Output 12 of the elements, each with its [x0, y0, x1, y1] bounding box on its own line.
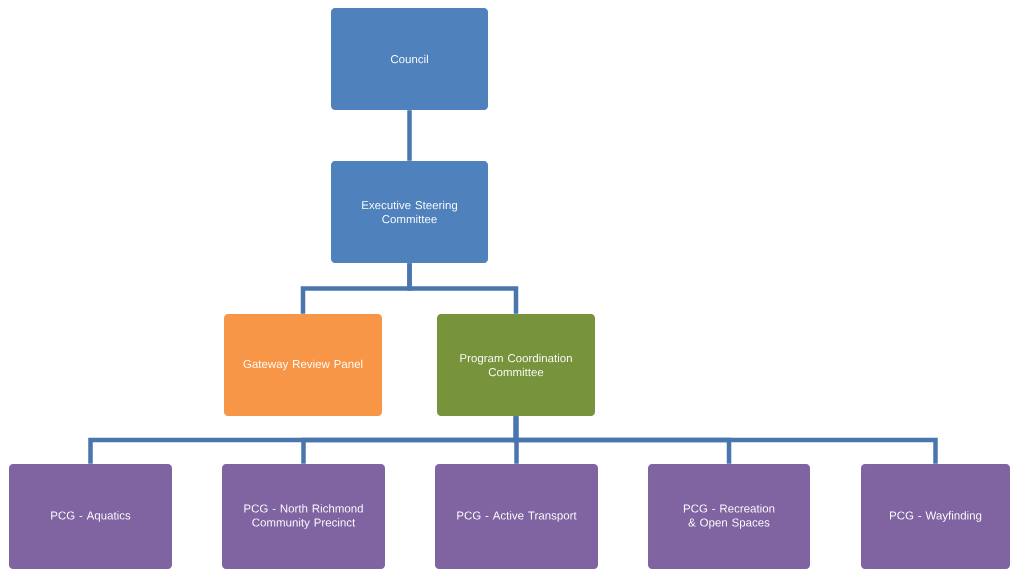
org-box: Council [331, 8, 488, 110]
connector-line [407, 110, 412, 161]
org-box: PCG - Aquatics [9, 464, 172, 569]
org-box: PCG - Active Transport [435, 464, 598, 569]
org-box: PCG - Recreation & Open Spaces [648, 464, 810, 569]
org-box: Gateway Review Panel [224, 314, 382, 416]
org-box: PCG - Wayfinding [861, 464, 1010, 569]
org-box: Program Coordination Committee [437, 314, 595, 416]
connector-line [513, 416, 938, 464]
org-box: Executive Steering Committee [331, 161, 488, 263]
connector-line [407, 263, 519, 314]
org-box: PCG - North Richmond Community Precinct [222, 464, 385, 569]
